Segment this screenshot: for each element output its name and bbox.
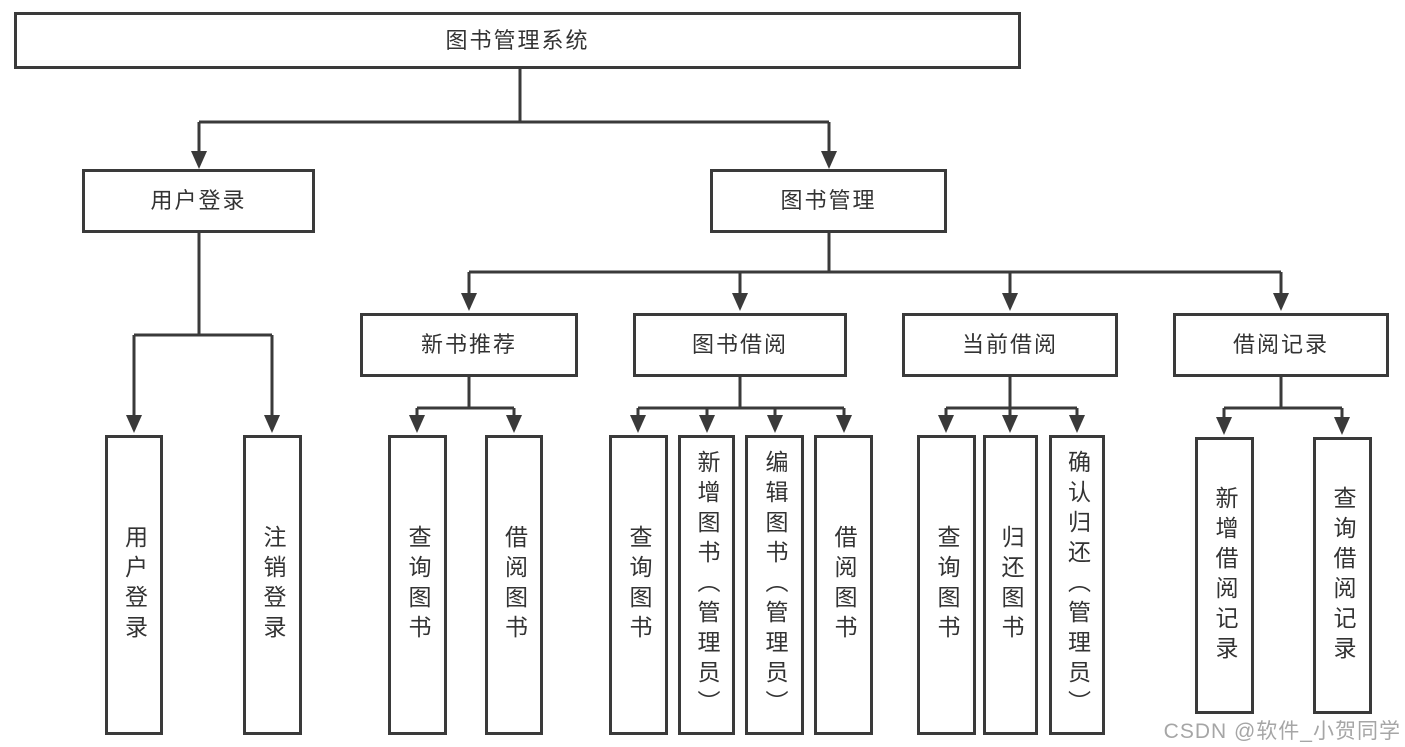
leaf-borrowing-add-book-admin: 新增图书（管理员） — [678, 435, 735, 735]
node-book-management: 图书管理 — [710, 169, 947, 233]
leaf-borrowing-borrow-books: 借阅图书 — [814, 435, 873, 735]
leaf-user-login: 用户登录 — [105, 435, 163, 735]
leaf-records-add-record: 新增借阅记录 — [1195, 437, 1254, 714]
leaf-borrowing-add-book-admin-label: 新增图书（管理员） — [694, 450, 720, 720]
leaf-recommend-borrow-books: 借阅图书 — [485, 435, 543, 735]
leaf-current-query-books: 查询图书 — [917, 435, 976, 735]
csdn-watermark: CSDN @软件_小贺同学 — [1163, 720, 1401, 743]
node-borrowing-records: 借阅记录 — [1173, 313, 1389, 377]
node-user-login: 用户登录 — [82, 169, 315, 233]
leaf-records-query-record-label: 查询借阅记录 — [1330, 485, 1356, 666]
leaf-recommend-borrow-books-label: 借阅图书 — [501, 525, 528, 645]
leaf-logout-label: 注销登录 — [260, 525, 286, 645]
leaf-current-return-books: 归还图书 — [983, 435, 1038, 735]
node-book-borrowing-label: 图书借阅 — [691, 332, 788, 357]
node-library-system-label: 图书管理系统 — [445, 27, 590, 53]
leaf-current-query-books-label: 查询图书 — [934, 525, 960, 645]
leaf-current-confirm-return-admin-label: 确认归还（管理员） — [1064, 450, 1091, 720]
node-book-management-label: 图书管理 — [780, 188, 877, 213]
node-library-system: 图书管理系统 — [14, 12, 1021, 69]
leaf-user-login-label: 用户登录 — [121, 525, 148, 645]
node-current-borrowing-label: 当前借阅 — [961, 332, 1058, 357]
leaf-borrowing-query-books-label: 查询图书 — [626, 525, 652, 645]
leaf-records-query-record: 查询借阅记录 — [1313, 437, 1372, 714]
leaf-borrowing-query-books: 查询图书 — [609, 435, 668, 735]
node-new-book-recommend: 新书推荐 — [360, 313, 578, 377]
leaf-current-confirm-return-admin: 确认归还（管理员） — [1049, 435, 1105, 735]
leaf-current-return-books-label: 归还图书 — [998, 525, 1024, 645]
node-borrowing-records-label: 借阅记录 — [1232, 332, 1329, 357]
node-book-borrowing: 图书借阅 — [633, 313, 847, 377]
node-new-book-recommend-label: 新书推荐 — [420, 332, 517, 357]
leaf-borrowing-edit-book-admin: 编辑图书（管理员） — [745, 435, 804, 735]
node-current-borrowing: 当前借阅 — [902, 313, 1118, 377]
leaf-recommend-query-books-label: 查询图书 — [405, 525, 431, 645]
node-user-login-label: 用户登录 — [150, 188, 247, 213]
leaf-records-add-record-label: 新增借阅记录 — [1212, 485, 1238, 666]
leaf-logout: 注销登录 — [243, 435, 302, 735]
leaf-recommend-query-books: 查询图书 — [388, 435, 447, 735]
leaf-borrowing-borrow-books-label: 借阅图书 — [831, 525, 857, 645]
leaf-borrowing-edit-book-admin-label: 编辑图书（管理员） — [762, 450, 788, 720]
